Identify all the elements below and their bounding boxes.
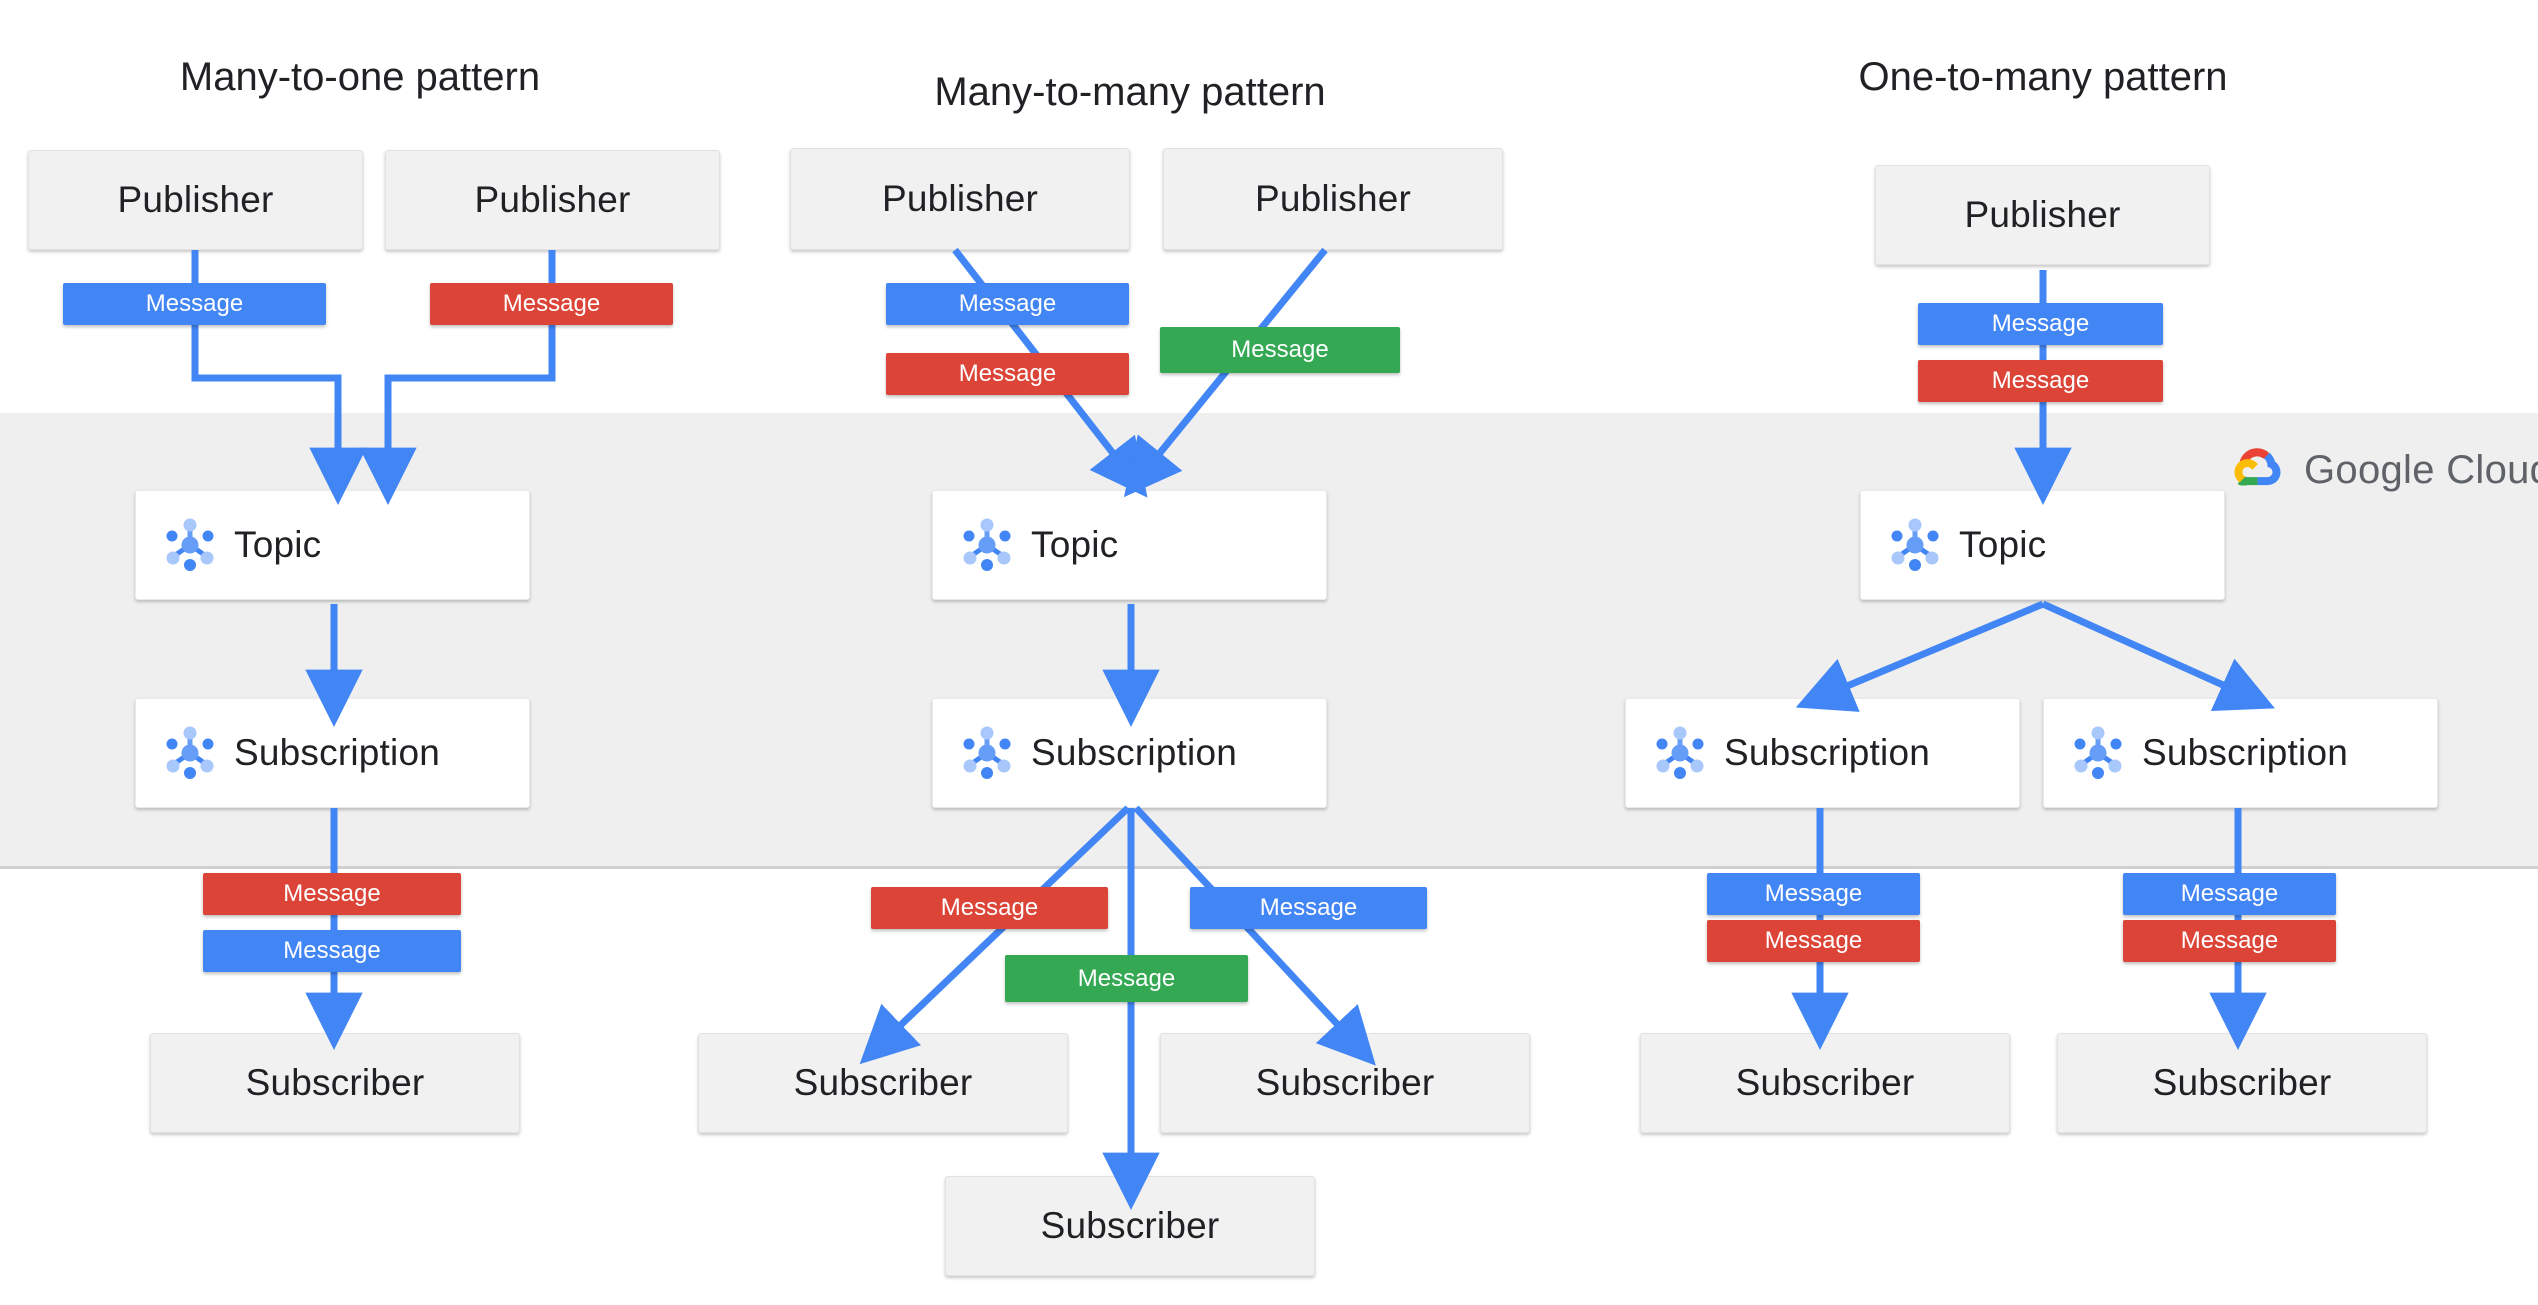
subscription-box[interactable]: Subscription [932,698,1327,808]
message-chip-label: Message [1764,927,1863,954]
pubsub-topic-icon [957,515,1017,575]
subscriber-box[interactable]: Subscriber [698,1033,1068,1133]
subscriber-box[interactable]: Subscriber [1160,1033,1530,1133]
subscriber-label: Subscriber [1040,1205,1220,1246]
column-title-many-to-one: Many-to-one pattern [179,55,541,99]
google-cloud-logo-text: Google Cloud [2304,448,2538,493]
message-chip-label: Message [283,880,381,907]
message-chip-label: Message [1077,964,1176,992]
message-chip: Message [1005,955,1248,1002]
message-chip-label: Message [1991,367,2090,394]
message-chip-label: Message [145,290,244,317]
message-chip: Message [203,930,461,972]
subscription-box[interactable]: Subscription [135,698,530,808]
message-chip-label: Message [940,894,1039,921]
message-chip: Message [886,353,1129,395]
logo-word-cloud: Cloud [2446,448,2538,492]
publisher-label: Publisher [474,179,631,220]
message-chip-label: Message [502,290,601,317]
subscription-label: Subscription [1031,732,1238,773]
logo-word-google: Google [2304,448,2435,492]
column-title-one-to-many: One-to-many pattern [1858,55,2228,99]
subscriber-label: Subscriber [793,1062,973,1103]
message-chip-label: Message [2180,880,2279,907]
subscriber-label: Subscriber [2152,1062,2332,1103]
message-chip: Message [886,283,1129,325]
subscription-box[interactable]: Subscription [1625,698,2020,808]
publisher-box[interactable]: Publisher [790,148,1130,250]
subscription-label: Subscription [1724,732,1931,773]
message-chip: Message [1190,887,1427,929]
message-chip: Message [2123,873,2336,915]
subscriber-label: Subscriber [1255,1062,1435,1103]
message-chip-label: Message [2180,927,2279,954]
publisher-label: Publisher [117,179,274,220]
message-chip-label: Message [958,360,1057,387]
subscription-label: Subscription [2142,732,2349,773]
publisher-box[interactable]: Publisher [385,150,720,250]
subscriber-box[interactable]: Subscriber [945,1176,1315,1276]
subscriber-box[interactable]: Subscriber [150,1033,520,1133]
message-chip: Message [63,283,326,325]
message-chip-label: Message [1231,336,1329,363]
publisher-label: Publisher [881,178,1039,219]
topic-box[interactable]: Topic [135,490,530,600]
column-title-many-to-many: Many-to-many pattern [934,70,1326,114]
google-cloud-logo: Google Cloud [2230,445,2538,496]
message-chip: Message [2123,920,2336,962]
publisher-label: Publisher [1964,194,2121,235]
message-chip-label: Message [1764,880,1863,907]
subscriber-label: Subscriber [1735,1062,1915,1103]
message-chip-label: Message [1991,310,2090,337]
pubsub-subscription-icon [957,723,1017,783]
subscriber-box[interactable]: Subscriber [2057,1033,2427,1133]
publisher-label: Publisher [1254,178,1412,219]
pubsub-subscription-icon [160,723,220,783]
pubsub-topic-icon [1885,515,1945,575]
message-chip: Message [1707,873,1920,915]
message-chip-label: Message [283,937,381,964]
google-cloud-logo-icon [2230,445,2286,496]
topic-label: Topic [234,524,322,565]
topic-box[interactable]: Topic [932,490,1327,600]
subscription-label: Subscription [234,732,441,773]
message-chip-label: Message [958,290,1057,317]
message-chip: Message [1160,327,1400,373]
message-chip: Message [1707,920,1920,962]
topic-box[interactable]: Topic [1860,490,2225,600]
pubsub-subscription-icon [2068,723,2128,783]
message-chip: Message [203,873,461,915]
topic-label: Topic [1031,524,1119,565]
subscription-box[interactable]: Subscription [2043,698,2438,808]
publisher-box[interactable]: Publisher [28,150,363,250]
subscriber-box[interactable]: Subscriber [1640,1033,2010,1133]
subscriber-label: Subscriber [245,1062,425,1103]
message-chip: Message [1918,360,2163,402]
message-chip: Message [871,887,1108,929]
pubsub-subscription-icon [1650,723,1710,783]
pubsub-topic-icon [160,515,220,575]
message-chip-label: Message [1259,894,1358,921]
message-chip: Message [430,283,673,325]
topic-label: Topic [1959,524,2047,565]
publisher-box[interactable]: Publisher [1875,165,2210,265]
publisher-box[interactable]: Publisher [1163,148,1503,250]
message-chip: Message [1918,303,2163,345]
